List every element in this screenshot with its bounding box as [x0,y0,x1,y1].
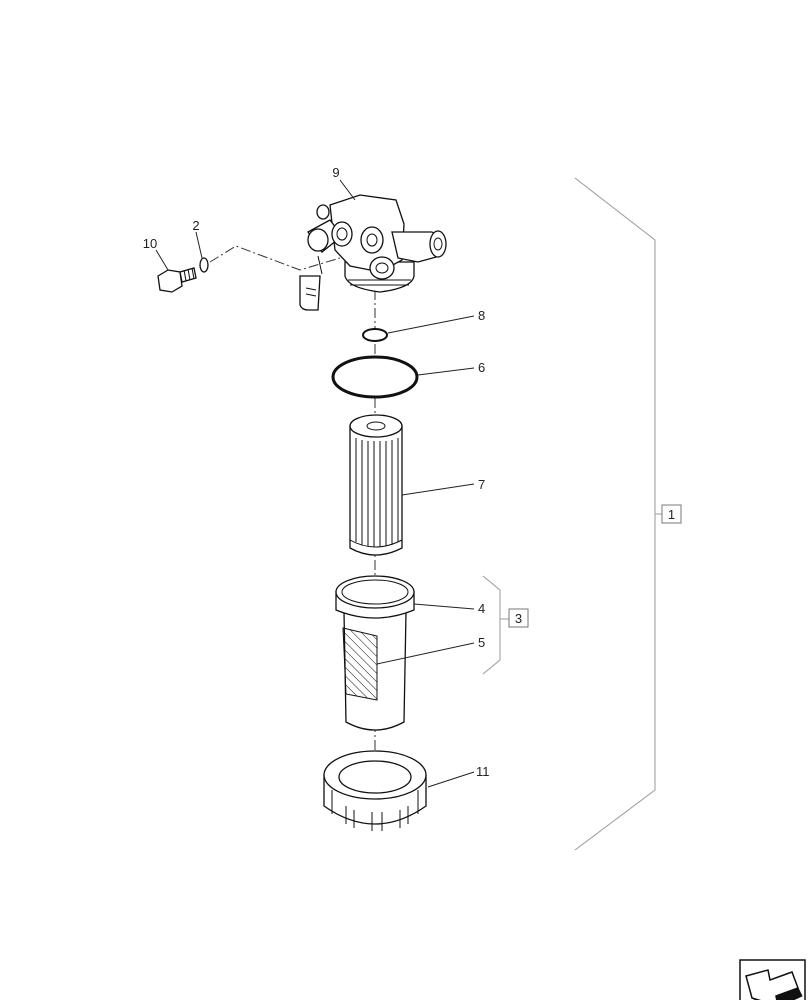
assembly-bracket-3 [482,575,501,675]
callout-5[interactable]: 5 [478,635,485,650]
filter-element[interactable] [349,414,403,556]
bowl-label[interactable] [342,627,378,701]
callout-2[interactable]: 2 [192,218,199,233]
washer[interactable] [199,257,209,273]
callout-8[interactable]: 8 [478,308,485,323]
callout-1[interactable]: 1 [668,507,675,522]
assembly-bracket-1 [574,177,656,851]
retaining-nut[interactable] [323,750,427,831]
bolt[interactable] [157,267,197,293]
callout-box-1[interactable] [661,504,682,524]
callout-9[interactable]: 9 [332,165,339,180]
callout-10[interactable]: 10 [143,236,157,251]
callout-4[interactable]: 4 [478,601,485,616]
small-o-ring[interactable] [362,328,388,342]
callout-3[interactable]: 3 [515,611,522,626]
large-o-ring[interactable] [331,355,419,399]
callout-11[interactable]: 11 [476,764,490,779]
callout-7[interactable]: 7 [478,477,485,492]
arrow-next-page-icon[interactable] [739,959,806,1000]
filter-head[interactable] [299,194,447,311]
callout-box-3[interactable] [508,608,529,628]
callout-6[interactable]: 6 [478,360,485,375]
